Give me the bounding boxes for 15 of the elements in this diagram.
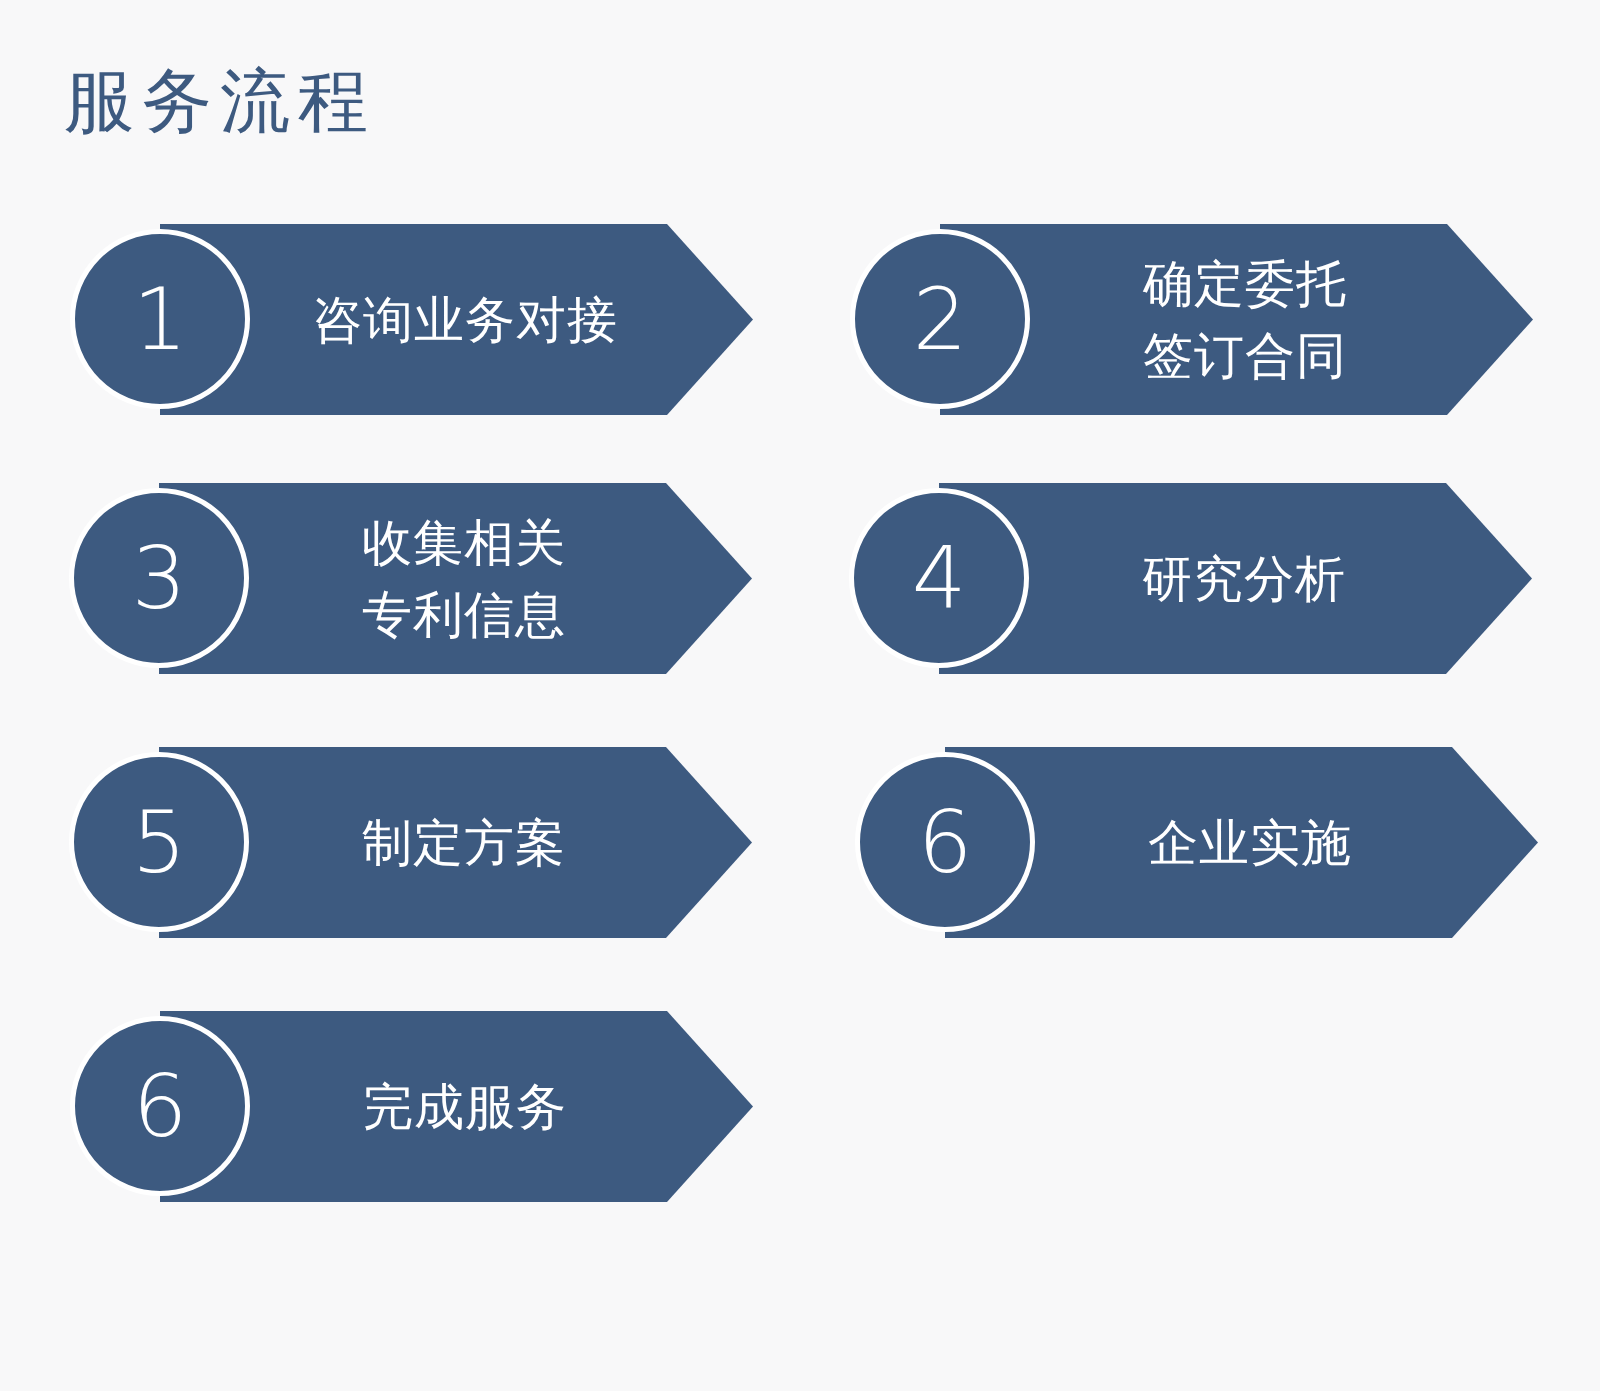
number-circle: 4 — [849, 488, 1029, 668]
number-circle: 2 — [850, 229, 1030, 409]
number-circle: 6 — [855, 752, 1035, 932]
step-label: 研究分析 — [1141, 548, 1347, 610]
number-circle: 6 — [70, 1016, 250, 1196]
step-label: 确定委托签订合同 — [1142, 253, 1348, 387]
title: 服务流程 — [64, 59, 376, 144]
step-label: 收集相关专利信息 — [361, 512, 567, 646]
step-label: 企业实施 — [1147, 812, 1353, 874]
number-circle: 1 — [70, 229, 250, 409]
number-circle: 5 — [69, 752, 249, 932]
step-label: 制定方案 — [361, 812, 567, 874]
step-label: 完成服务 — [362, 1076, 568, 1138]
number-circle: 3 — [69, 488, 249, 668]
step-label: 咨询业务对接 — [311, 289, 619, 351]
